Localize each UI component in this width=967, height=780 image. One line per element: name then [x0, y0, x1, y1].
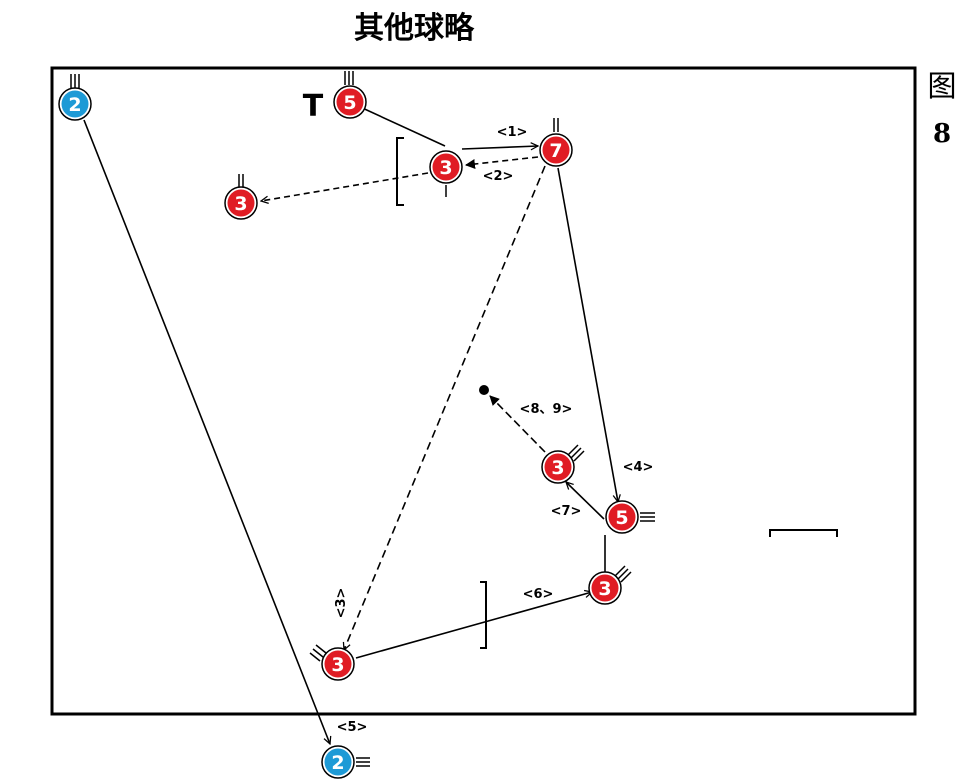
player-3-a: 3: [429, 150, 463, 184]
path-2-line: [465, 156, 539, 169]
player-2-top: 2: [58, 87, 92, 121]
player-number: 2: [331, 752, 344, 774]
screen-bracket-top: [396, 137, 404, 206]
player-number: 5: [615, 507, 628, 529]
path-6-line: [355, 592, 592, 659]
player-5-mid: 5: [605, 500, 639, 534]
player-5-top: 5: [333, 85, 367, 119]
player-3-c: 3: [541, 450, 575, 484]
player-number: 3: [331, 654, 344, 676]
player-3-d: 3: [588, 571, 622, 605]
player-ticks: [70, 71, 655, 767]
player-number: 3: [551, 457, 564, 479]
player-number: 7: [549, 140, 562, 162]
path-label-7: <7>: [551, 504, 582, 519]
baseline-bracket: [769, 529, 838, 537]
figure-label: 图: [927, 69, 956, 103]
paths-layer: [83, 105, 618, 744]
path-3-line: [344, 165, 546, 650]
court-border: [50, 66, 917, 716]
path-label-5: <5>: [337, 720, 368, 735]
path-1-line: [461, 146, 538, 149]
t-marker: T: [303, 89, 324, 124]
path-label-8-9: <8、9>: [520, 402, 573, 417]
player-number: 3: [439, 157, 452, 179]
cut-line-5-to-3: [357, 105, 446, 147]
path-label-1: <1>: [497, 125, 528, 140]
screen-bracket-bottom: [480, 581, 487, 649]
path-4-line: [557, 167, 618, 502]
player-number: 3: [598, 578, 611, 600]
figure-number: 8: [933, 119, 951, 149]
path-label-2: <2>: [483, 169, 514, 184]
player-3-b: 3: [224, 186, 258, 220]
diagram-title: 其他球略: [354, 11, 475, 46]
player-number: 5: [343, 92, 356, 114]
player-2-bottom: 2: [321, 745, 355, 779]
player-7: 7: [539, 133, 573, 167]
path-7-line: [566, 482, 605, 520]
player-3-e: 3: [321, 647, 355, 681]
ball: [479, 385, 489, 395]
path-5-line: [83, 119, 330, 744]
pass-line-to-3: [261, 172, 429, 201]
path-label-6: <6>: [523, 587, 554, 602]
player-number: 2: [68, 94, 81, 116]
path-8-9-line: [489, 395, 546, 453]
path-label-4: <4>: [623, 460, 654, 475]
player-number: 3: [234, 193, 247, 215]
path-label-3: <3>: [334, 588, 349, 619]
